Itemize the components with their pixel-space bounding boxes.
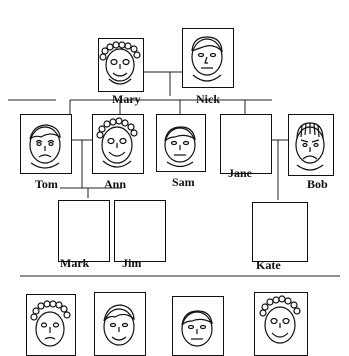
portrait-sam <box>156 114 206 172</box>
portrait-kate <box>252 202 308 262</box>
label-bob: Bob <box>307 178 328 190</box>
answer-option-4 <box>254 292 308 356</box>
answer-option-3 <box>172 296 224 356</box>
short-hair-neutral-face-icon <box>157 115 204 170</box>
label-sam: Sam <box>172 176 195 188</box>
curly-hair-neutral-face-icon <box>27 295 74 354</box>
portrait-ann <box>92 114 144 174</box>
portrait-jane <box>220 114 272 174</box>
label-mary: Mary <box>112 93 141 105</box>
answer-option-1 <box>26 294 76 356</box>
short-hair-neutral-face-icon <box>183 29 232 86</box>
label-kate: Kate <box>256 259 281 271</box>
portrait-nick <box>182 28 234 88</box>
portrait-bob <box>288 114 334 176</box>
portrait-tom <box>20 114 72 174</box>
answer-option-2 <box>94 292 146 356</box>
label-jim: Jim <box>122 257 141 269</box>
label-mark: Mark <box>60 257 89 269</box>
curly-hair-smiling-face-icon <box>255 293 306 354</box>
short-hair-sad-face-icon <box>21 115 70 172</box>
label-tom: Tom <box>35 178 58 190</box>
label-nick: Nick <box>196 93 220 105</box>
portrait-mary <box>98 38 144 92</box>
spiky-hair-frowning-face-icon <box>289 115 332 174</box>
short-hair-smiling-face-icon <box>95 293 144 354</box>
short-hair-neutral-face-icon <box>173 297 222 354</box>
portrait-mark <box>58 200 110 262</box>
label-ann: Ann <box>104 178 126 190</box>
portrait-jim <box>114 200 166 262</box>
curly-hair-smiling-face-icon <box>99 39 142 90</box>
label-jane: Jane <box>228 167 252 179</box>
curly-hair-smiling-face-icon <box>93 115 142 172</box>
